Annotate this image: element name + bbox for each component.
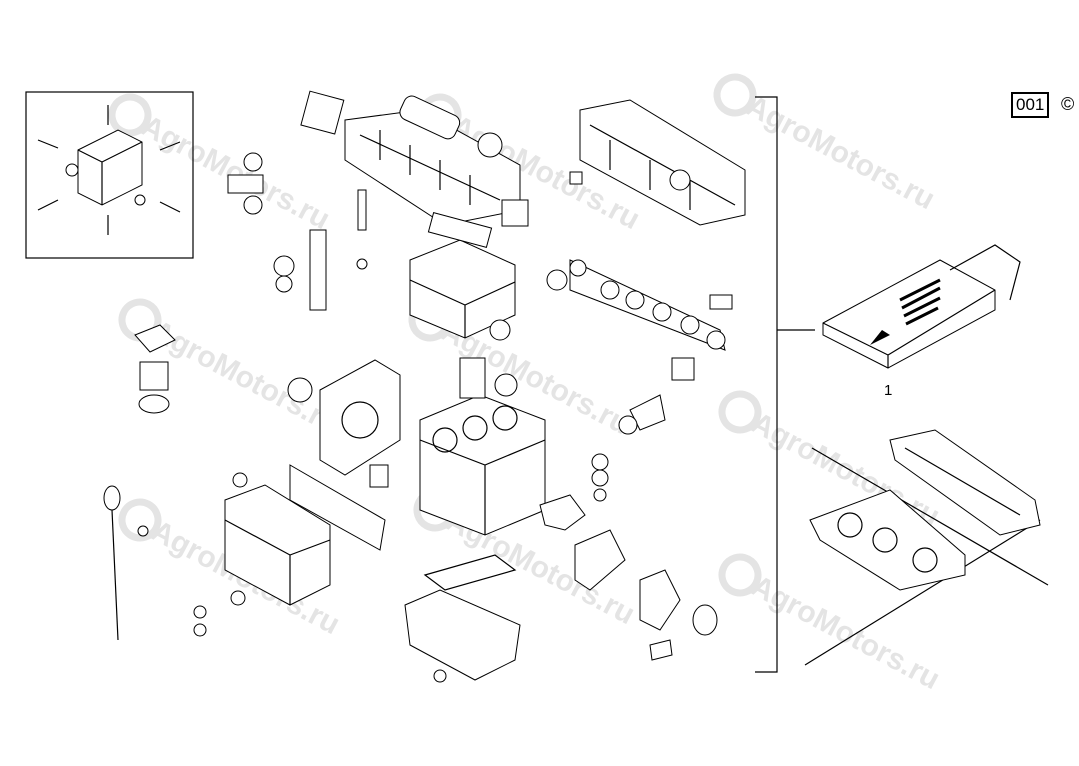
engine-block	[419, 357, 546, 536]
engine-overview-inset	[25, 91, 194, 259]
oil-pan	[404, 554, 521, 683]
page-number-label: 001	[1011, 92, 1050, 118]
callout-number: 1	[884, 382, 893, 399]
intake-manifold	[300, 90, 529, 227]
gasket-kit-box	[822, 244, 1021, 369]
kit-bracket	[755, 96, 815, 673]
dipstick	[103, 485, 149, 641]
watermark-text: AgroMotors.ru	[146, 314, 345, 441]
cylinder-head	[409, 211, 516, 341]
water-pump	[539, 357, 718, 661]
injector	[227, 152, 368, 311]
watermark-text: AgroMotors.ru	[741, 89, 940, 216]
oil-cooler	[193, 472, 331, 637]
valve-cover	[569, 99, 746, 226]
gasket-set	[804, 429, 1049, 666]
copyright-symbol: ©	[1061, 94, 1075, 114]
watermark-text: AgroMotors.ru	[136, 109, 335, 236]
exhaust-manifold	[546, 259, 733, 351]
timing-cover	[287, 359, 401, 551]
watermark-text: AgroMotors.ru	[746, 569, 945, 696]
thermostat	[134, 324, 176, 414]
watermarks: AgroMotors.ru AgroMotors.ru AgroMotors.r…	[108, 73, 945, 696]
